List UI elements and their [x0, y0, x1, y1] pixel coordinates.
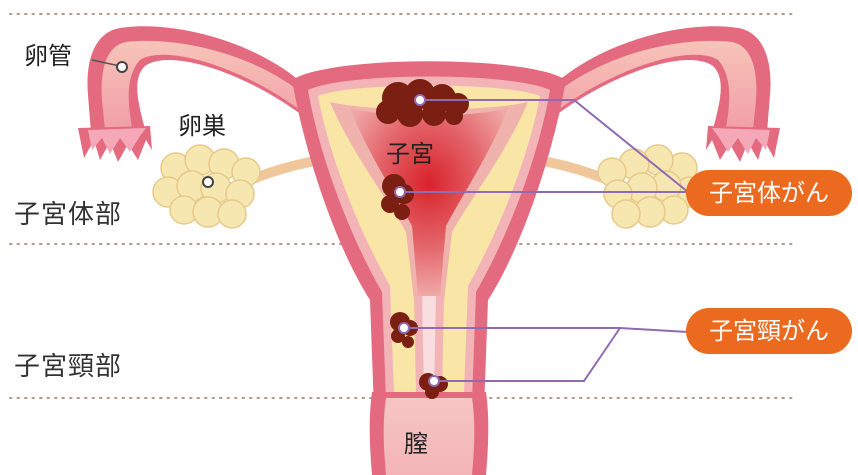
label-uterus: 子宮	[386, 142, 434, 166]
label-cervix-region: 子宮頸部	[14, 354, 122, 380]
vagina	[370, 392, 489, 475]
label-ovary: 卵巣	[178, 114, 226, 138]
callout-cervical-cancer: 子宮頸がん	[686, 308, 852, 354]
callout-endometrial-cancer: 子宮体がん	[686, 170, 852, 216]
label-fallopian-tube: 卵管	[24, 44, 72, 68]
label-uterine-body-region: 子宮体部	[14, 202, 122, 228]
label-vagina: 膣	[404, 432, 428, 456]
